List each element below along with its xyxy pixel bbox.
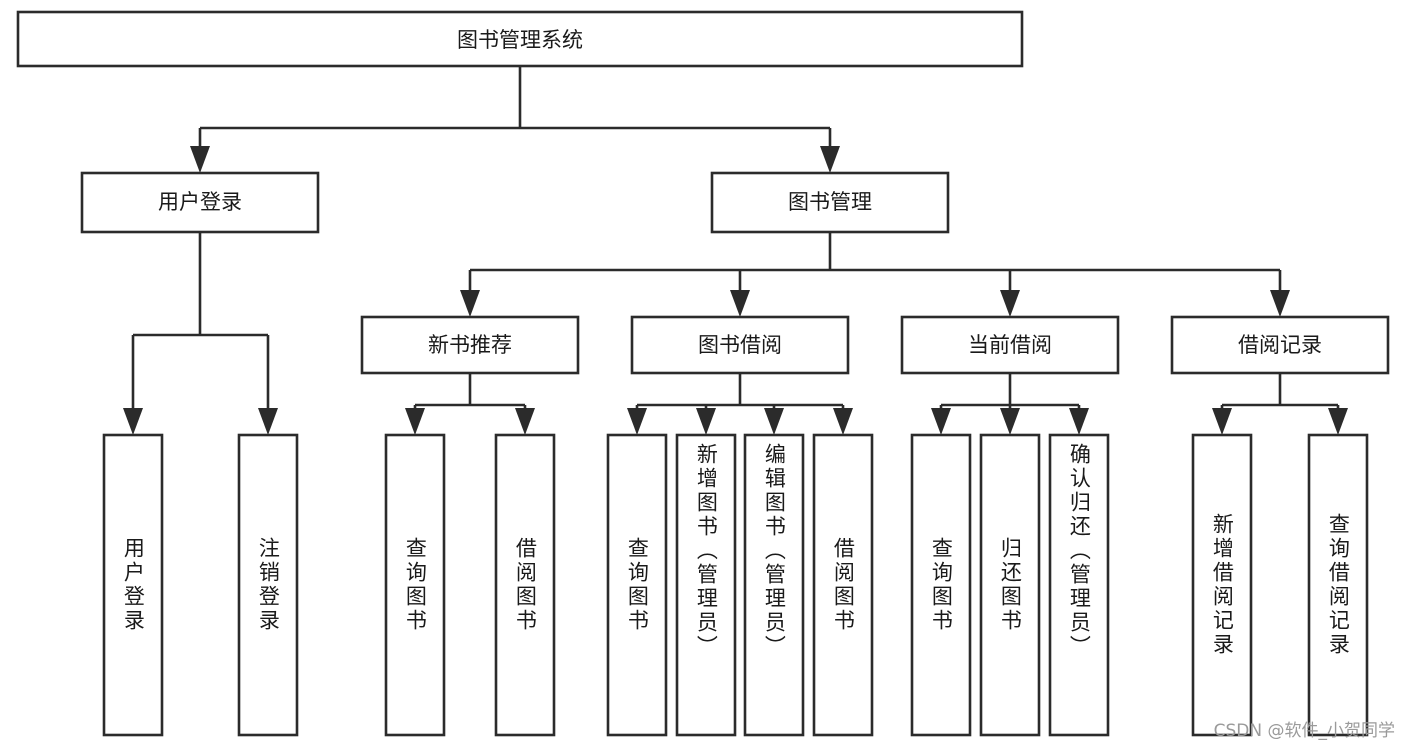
node-root[interactable]: 图书管理系统 <box>16 10 1024 68</box>
leaf-box-layer <box>102 433 1369 737</box>
arrow-head-leaf-logout-login <box>258 408 278 435</box>
connector-layer <box>123 66 1348 435</box>
node-new-book-rec-label: 新书推荐 <box>428 333 512 357</box>
arrow-head-leaf-query-record <box>1328 408 1348 435</box>
arrow-head-leaf-return-book <box>1000 408 1020 435</box>
node-new-book-rec[interactable]: 新书推荐 <box>360 315 580 375</box>
arrow-head-leaf-query-book-borrow <box>627 408 647 435</box>
node-root-label: 图书管理系统 <box>457 28 583 52</box>
arrow-head-borrow-record <box>1270 290 1290 317</box>
node-user-login-label: 用户登录 <box>158 190 242 214</box>
leaf-query-book-rec-box[interactable] <box>384 433 446 737</box>
leaf-confirm-return-box[interactable] <box>1048 433 1110 737</box>
leaf-query-record-box[interactable] <box>1307 433 1369 737</box>
leaf-borrow-book-box[interactable] <box>812 433 874 737</box>
arrow-head-leaf-add-record <box>1212 408 1232 435</box>
leaf-edit-book-box[interactable] <box>743 433 805 737</box>
leaf-query-book-borrow-box[interactable] <box>606 433 668 737</box>
node-root-box[interactable] <box>16 10 1024 68</box>
leaf-query-book-current-box[interactable] <box>910 433 972 737</box>
arrow-head-leaf-query-book-current <box>931 408 951 435</box>
node-current-borrow[interactable]: 当前借阅 <box>900 315 1120 375</box>
arrow-head-leaf-confirm-return <box>1069 408 1089 435</box>
node-book-borrow-label: 图书借阅 <box>698 333 782 357</box>
node-borrow-record-label: 借阅记录 <box>1238 333 1322 357</box>
node-book-borrow[interactable]: 图书借阅 <box>630 315 850 375</box>
leaf-add-book-box[interactable] <box>675 433 737 737</box>
node-current-borrow-box[interactable] <box>900 315 1120 375</box>
node-user-login-box[interactable] <box>80 171 320 234</box>
leaf-add-record-box[interactable] <box>1191 433 1253 737</box>
node-book-manage-box[interactable] <box>710 171 950 234</box>
arrow-head-leaf-edit-book <box>764 408 784 435</box>
arrow-head-book-manage <box>820 146 840 173</box>
node-new-book-rec-box[interactable] <box>360 315 580 375</box>
leaf-logout-login-box[interactable] <box>237 433 299 737</box>
arrow-head-leaf-add-book <box>696 408 716 435</box>
node-book-manage-label: 图书管理 <box>788 190 872 214</box>
node-current-borrow-label: 当前借阅 <box>968 333 1052 357</box>
leaf-user-login-box[interactable] <box>102 433 164 737</box>
arrow-head-user-login <box>190 146 210 173</box>
leaf-return-book-box[interactable] <box>979 433 1041 737</box>
arrow-head-leaf-borrow-book <box>833 408 853 435</box>
arrow-head-leaf-query-book-rec <box>405 408 425 435</box>
node-user-login[interactable]: 用户登录 <box>80 171 320 234</box>
leaf-borrow-book-rec-box[interactable] <box>494 433 556 737</box>
arrow-head-book-borrow <box>730 290 750 317</box>
arrow-head-leaf-user-login <box>123 408 143 435</box>
node-borrow-record[interactable]: 借阅记录 <box>1170 315 1390 375</box>
arrow-head-current-borrow <box>1000 290 1020 317</box>
node-book-borrow-box[interactable] <box>630 315 850 375</box>
arrow-head-leaf-borrow-book-rec <box>515 408 535 435</box>
node-book-manage[interactable]: 图书管理 <box>710 171 950 234</box>
arrow-head-new-book-rec <box>460 290 480 317</box>
node-borrow-record-box[interactable] <box>1170 315 1390 375</box>
